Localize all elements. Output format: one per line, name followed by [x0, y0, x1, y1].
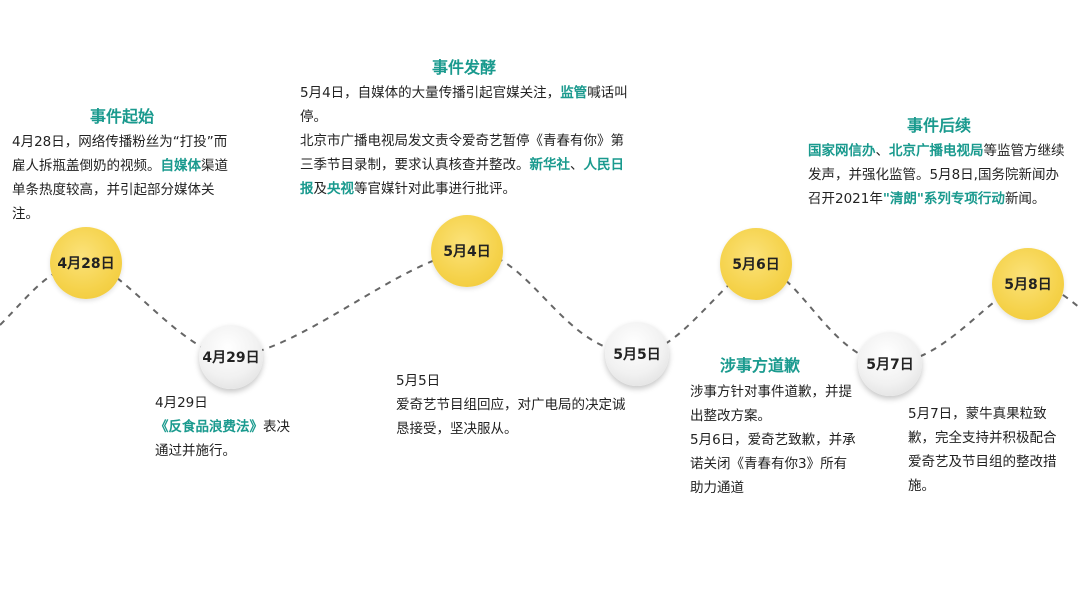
node-apr28: 4月28日	[50, 227, 122, 299]
node-may4: 5月4日	[431, 215, 503, 287]
node-may8: 5月8日	[992, 248, 1064, 320]
text-may5: 5月5日爱奇艺节目组回应，对广电局的决定诚恳接受，坚决服从。	[396, 373, 626, 437]
text-start: 4月28日，网络传播粉丝为“打投”而雇人拆瓶盖倒奶的视频。自媒体渠道单条热度较高…	[12, 134, 228, 222]
node-apr29: 4月29日	[199, 325, 263, 389]
text-ferment: 5月4日，自媒体的大量传播引起官媒关注，监管喊话叫停。北京市广播电视局发文责令爱…	[300, 85, 628, 197]
node-may7: 5月7日	[858, 332, 922, 396]
heading-apology: 涉事方道歉	[720, 356, 801, 375]
heading-start: 事件起始	[90, 107, 155, 126]
text-may7: 5月7日，蒙牛真果粒致歉，完全支持并积极配合爱奇艺及节目组的整改措施。	[908, 406, 1057, 494]
node-may5: 5月5日	[605, 322, 669, 386]
text-apology: 涉事方针对事件道歉，并提出整改方案。5月6日，爱奇艺致歉，并承诺关闭《青春有你3…	[690, 384, 856, 496]
heading-followup: 事件后续	[907, 116, 972, 135]
node-may6: 5月6日	[720, 228, 792, 300]
text-apr29: 4月29日《反食品浪费法》表决通过并施行。	[155, 395, 290, 459]
heading-ferment: 事件发酵	[432, 58, 497, 77]
text-followup: 国家网信办、北京广播电视局等监管方继续发声，并强化监管。5月8日,国务院新闻办召…	[808, 143, 1065, 207]
